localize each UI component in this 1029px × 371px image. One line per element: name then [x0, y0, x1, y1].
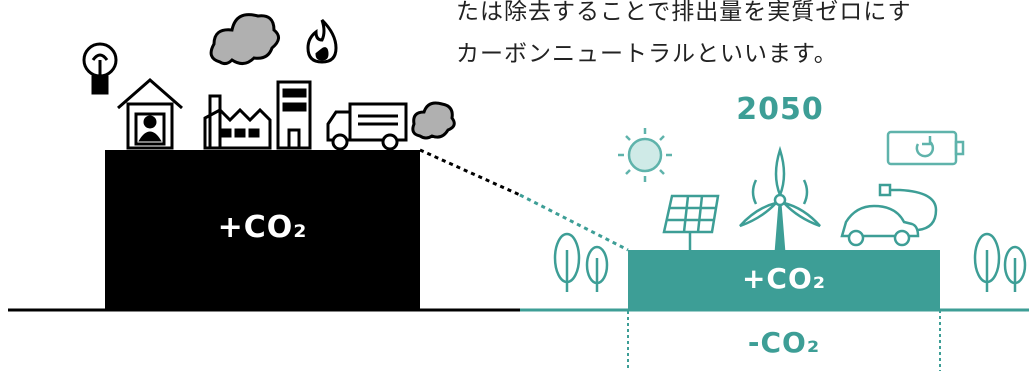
- right-plus-co2-label: +CO₂: [741, 262, 827, 295]
- battery-charging-icon: [886, 130, 965, 166]
- left-co2-label: +CO₂: [217, 210, 308, 245]
- factory-icon: [203, 94, 272, 150]
- connector-black: [419, 148, 521, 197]
- sun-icon: [618, 128, 672, 182]
- right-plus-block: [628, 250, 940, 310]
- smoke-cloud-icon: [209, 13, 280, 66]
- tree-icon: [553, 232, 609, 292]
- building-icon: [276, 80, 312, 150]
- truck-icon: [326, 102, 408, 151]
- left-emissions-block: [105, 150, 420, 310]
- tree-icon: [973, 232, 1027, 292]
- caption-line-2: カーボンニュートラルといいます。: [456, 41, 838, 67]
- right-minus-co2-label: -CO₂: [747, 326, 821, 359]
- fire-icon: [306, 18, 338, 64]
- caption-line-1: たは除去することで排出量を実質ゼロにす: [456, 0, 912, 25]
- right-minus-block: [627, 309, 941, 371]
- wind-turbine-icon: [739, 145, 821, 252]
- electric-car-icon: [840, 183, 938, 247]
- exhaust-cloud-icon: [411, 101, 456, 140]
- solar-panel-icon: [662, 194, 720, 250]
- lightbulb-icon: [82, 42, 118, 95]
- house-person-icon: [117, 78, 183, 150]
- year-label: 2050: [736, 92, 824, 127]
